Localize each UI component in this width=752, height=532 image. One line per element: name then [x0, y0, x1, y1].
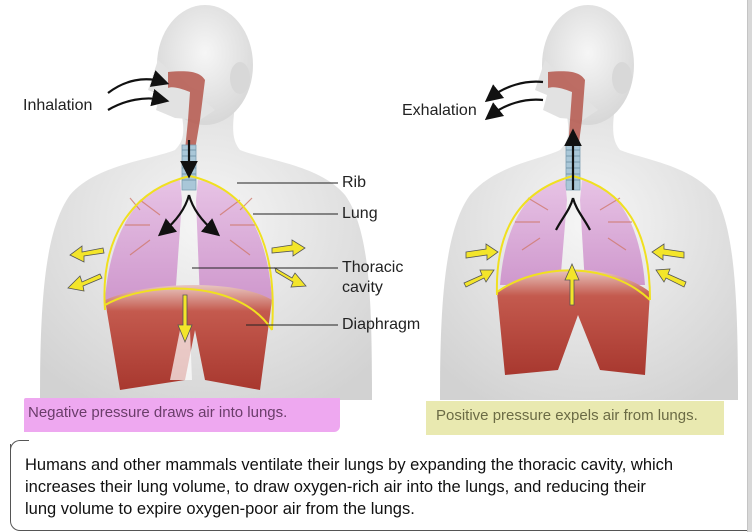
- right-lung-b: [580, 180, 645, 285]
- lung-label: Lung: [342, 205, 378, 222]
- inhalation-label: Inhalation: [23, 97, 93, 114]
- inhalation-figure: [40, 5, 738, 400]
- leader-lines: [192, 182, 338, 326]
- positive-pressure-highlight: Positive pressure expels air from lungs.: [426, 401, 724, 435]
- exhalation-arrows: [484, 80, 591, 231]
- thoracic-cavity-label-2: cavity: [342, 279, 383, 296]
- caption-line-3: lung volume to expire oxygen-poor air fr…: [25, 500, 415, 518]
- rib-label: Rib: [342, 174, 367, 191]
- thoracic-cavity-label-1: Thoracic: [342, 259, 404, 276]
- inhalation-arrows: [107, 70, 221, 237]
- diaphragm-label: Diaphragm: [342, 316, 421, 333]
- diaphragm-right: [497, 269, 650, 375]
- negative-pressure-highlight: Negative pressure draws air into lungs.: [24, 398, 340, 432]
- exhalation-label: Exhalation: [402, 102, 477, 119]
- expansion-arrows: [67, 239, 307, 344]
- right-edge-border: [747, 0, 752, 532]
- caption-line-1: Humans and other mammals ventilate their…: [25, 456, 674, 474]
- caption-box: Humans and other mammals ventilate their…: [10, 444, 752, 531]
- airway-left: [168, 71, 205, 150]
- left-lung-b: [500, 180, 567, 285]
- left-lung-a: [105, 180, 182, 300]
- caption-text: Humans and other mammals ventilate their…: [25, 454, 673, 520]
- compression-arrows: [463, 243, 687, 306]
- right-lung-a: [196, 180, 272, 300]
- caption-box-corner: [10, 440, 29, 457]
- caption-line-2: increases their lung volume, to draw oxy…: [25, 478, 646, 496]
